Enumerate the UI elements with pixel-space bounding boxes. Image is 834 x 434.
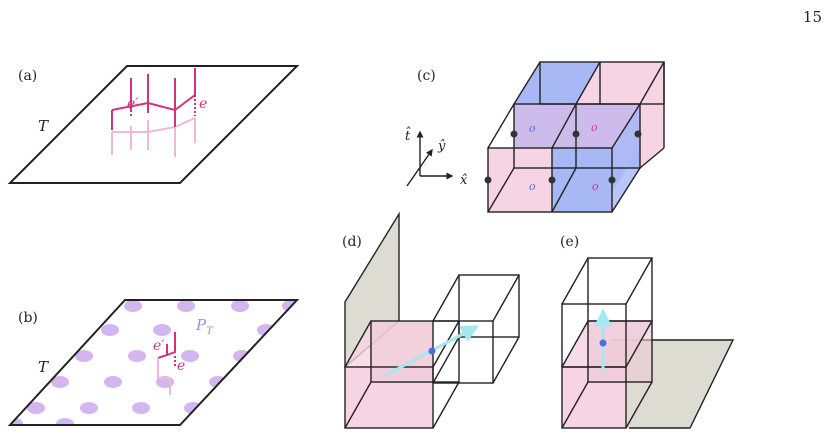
surface-label-a: T [38,117,49,135]
marker-pink-1: o [591,121,598,134]
panel-b: (b) T PT [7,299,300,426]
face-front-right [552,148,612,212]
panel-e-label: (e) [560,234,579,250]
surface-label-b: T [38,358,49,376]
panel-c: (c) t̂ ŷ x̂ [405,61,665,213]
panel-e: (e) [560,234,735,429]
panel-a-label: (a) [18,68,37,84]
loop-b [157,332,176,395]
marker-pink-2: o [592,180,599,193]
dot-pattern-label: PT [195,316,214,337]
edge-label-eprime-a: e′ [127,96,139,112]
wireframe-d [344,274,520,429]
axis-t-label: t̂ [405,126,411,144]
edge-label-e-a: e [199,96,207,112]
point-d [428,347,436,355]
vertices-c [484,130,642,184]
edge-label-eprime-b: e′ [153,338,165,354]
surface-T-a [7,65,300,184]
axis-x-label: x̂ [460,173,468,188]
tree-reflection-a [111,117,196,157]
axis-y-label: ŷ [437,139,446,154]
surface-T-b [7,299,300,426]
panel-d: (d) [342,211,520,429]
wireframe-e [561,257,653,429]
panel-c-label: (c) [417,68,436,84]
dot-pattern-label-subscript: T [206,326,214,337]
panel-b-label: (b) [18,310,38,326]
tree-a [111,68,196,130]
panel-d-label: (d) [342,234,362,250]
dot-pattern-label-main: P [195,316,207,334]
marker-blue-2: o [529,180,536,193]
panel-a: (a) T e′ e [7,65,300,184]
face-front-left [488,148,552,212]
point-e [599,339,607,347]
edge-label-e-b: e [177,358,185,374]
axes-c [406,130,454,187]
page-number: 15 [802,8,822,26]
marker-blue-1: o [529,122,536,135]
dot-pattern-P-T [10,300,297,425]
